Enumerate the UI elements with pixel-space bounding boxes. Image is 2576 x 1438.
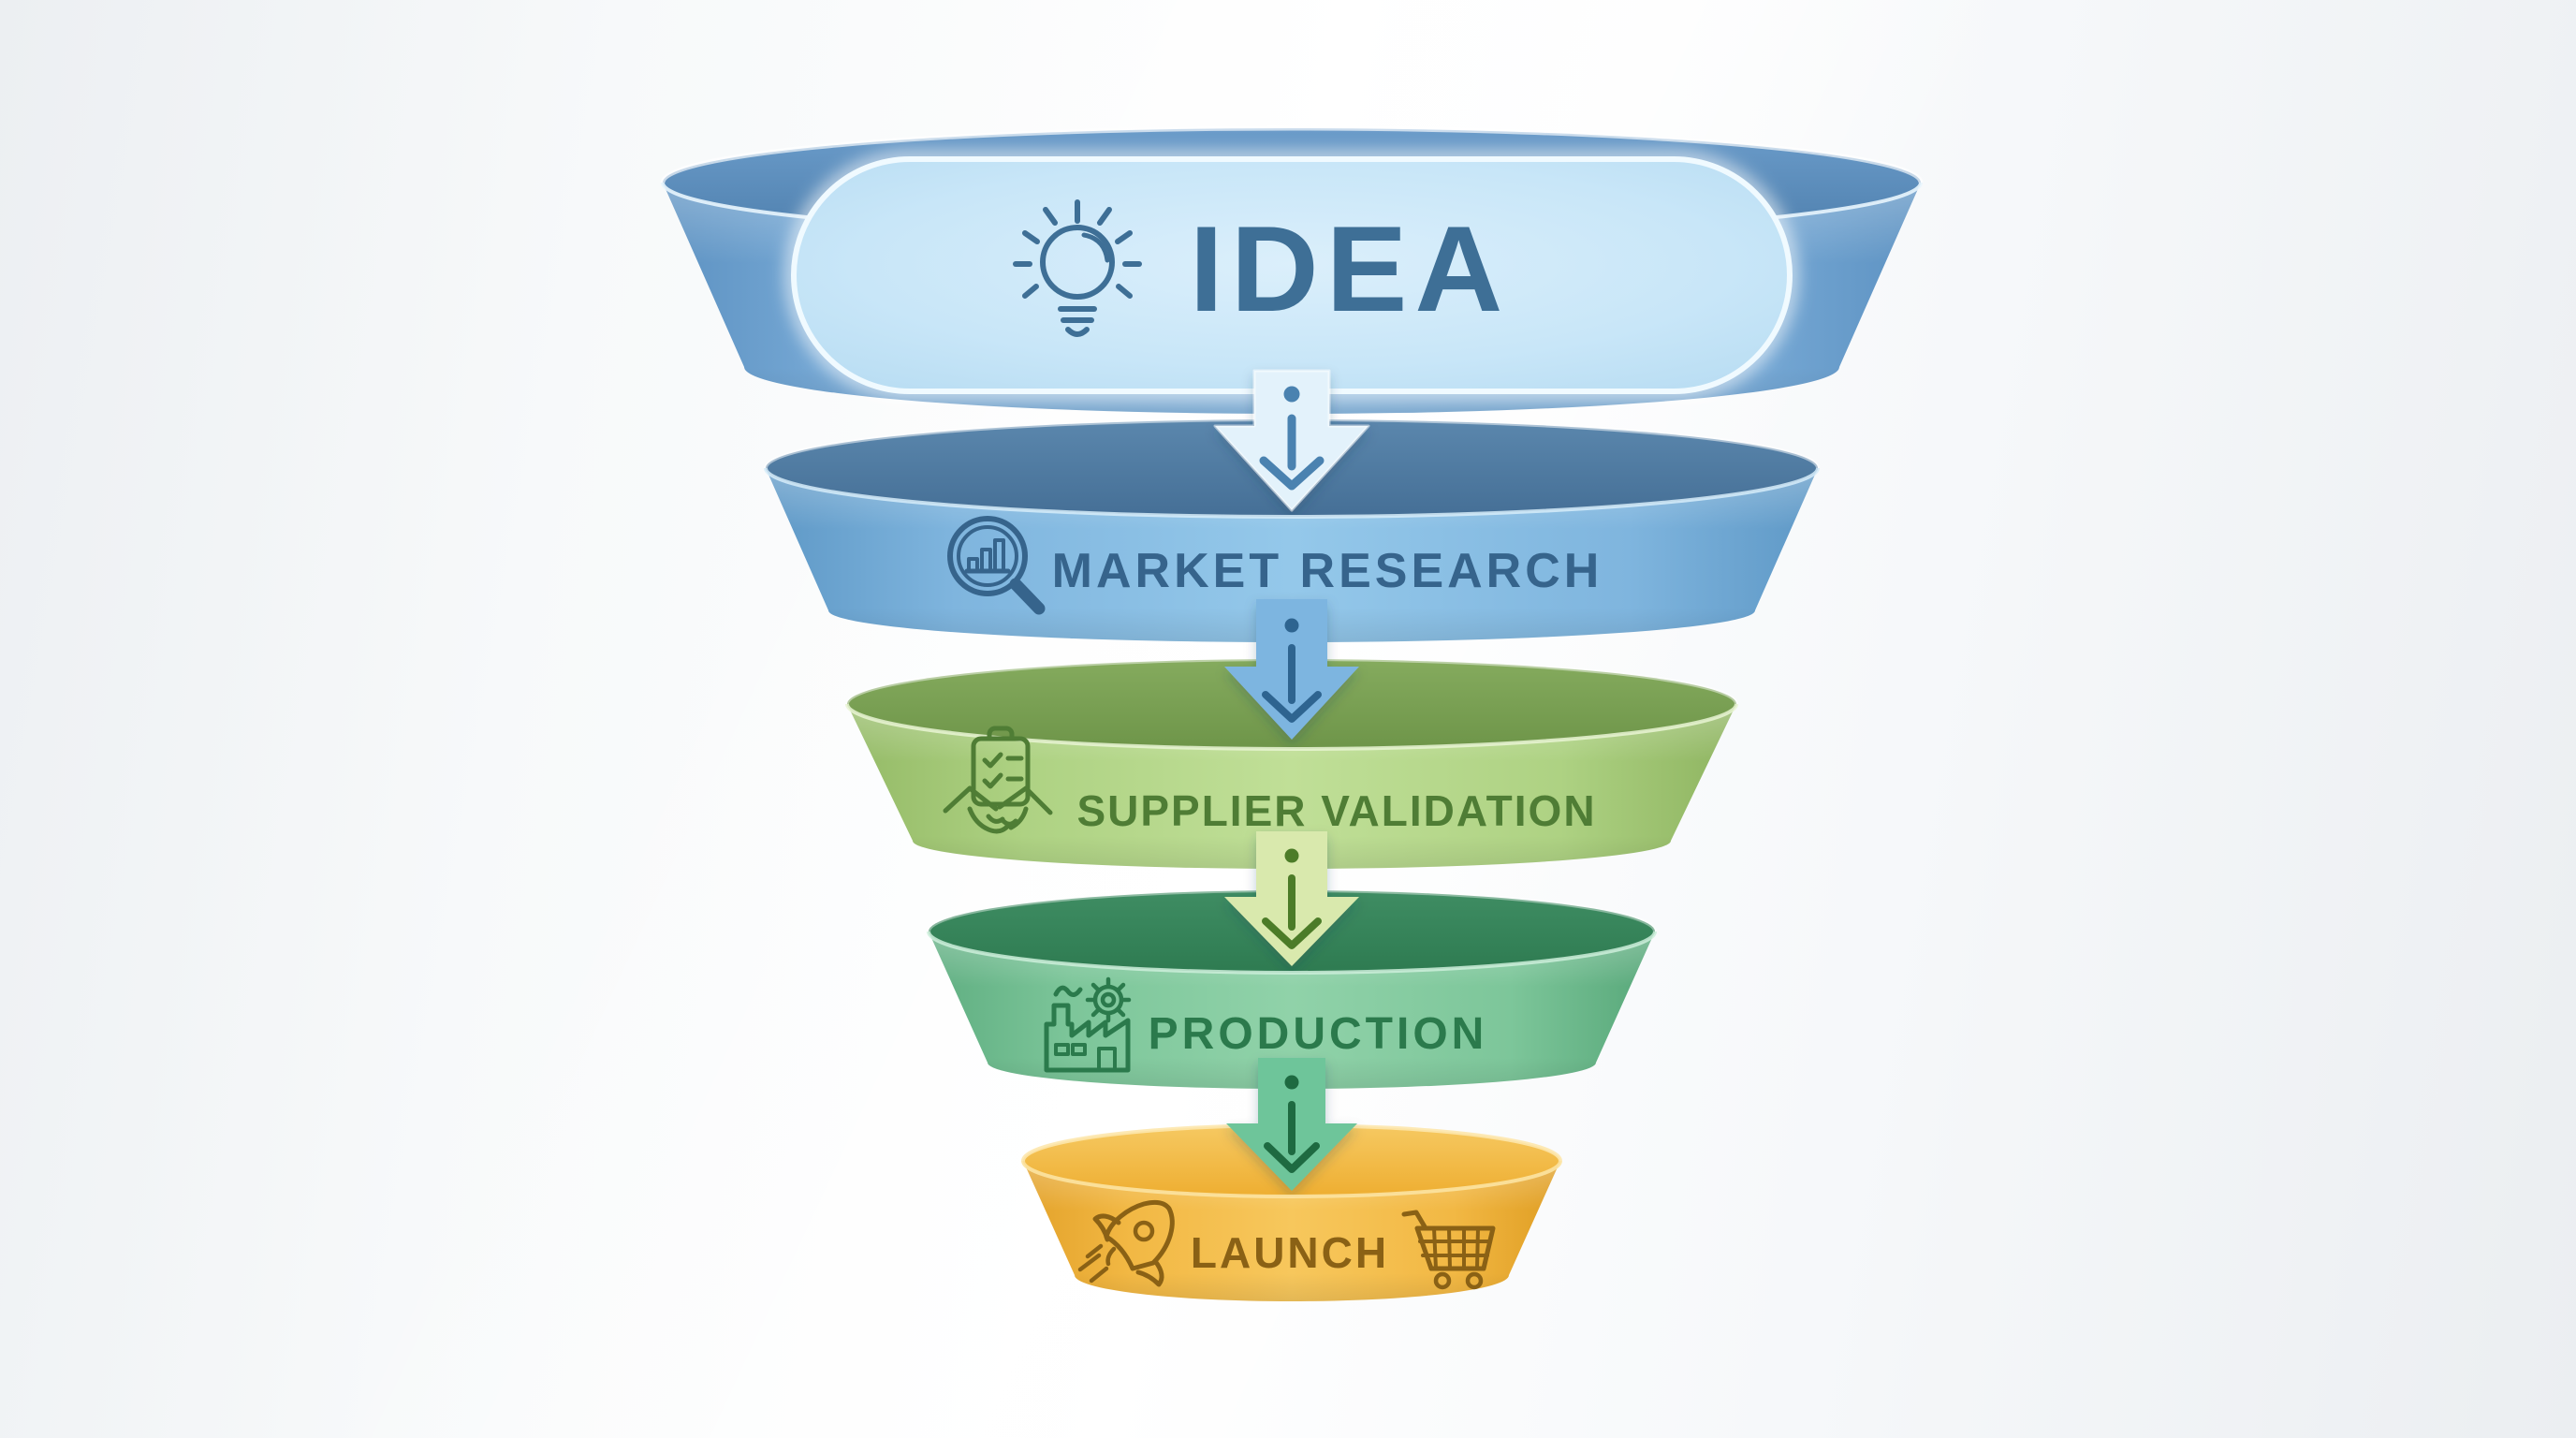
stage-supplier-validation-label: SUPPLIER VALIDATION bbox=[1076, 786, 1596, 835]
arrow-market-research-to-supplier-validation bbox=[1224, 599, 1359, 740]
stage-supplier-validation-band-sheen bbox=[847, 704, 1736, 869]
stage-idea-label: IDEA bbox=[1190, 200, 1511, 337]
arrow-line bbox=[1262, 848, 1322, 949]
shopping-cart-icon bbox=[1401, 1210, 1496, 1290]
stage-idea-back-rim bbox=[660, 125, 1924, 183]
stage-market-research-label: MARKET RESEARCH bbox=[1052, 544, 1603, 598]
stage-production: PRODUCTION bbox=[927, 831, 1657, 1089]
stage-production-label: PRODUCTION bbox=[1149, 1009, 1488, 1059]
arrow-production-to-launch bbox=[1226, 1058, 1357, 1191]
gear-icon bbox=[1085, 976, 1132, 1023]
rocket-icon bbox=[1077, 1199, 1175, 1287]
arrow-line bbox=[1259, 386, 1325, 491]
stage-market-research-front-rim bbox=[764, 467, 1820, 519]
stage-market-research: MARKET RESEARCH bbox=[764, 369, 1820, 642]
factory-icon bbox=[1044, 985, 1131, 1073]
arrow-supplier-validation-to-production bbox=[1224, 831, 1359, 966]
stage-launch: LAUNCH bbox=[1021, 1058, 1562, 1301]
stage-launch-front-rim bbox=[1021, 1160, 1562, 1198]
arrow-line bbox=[1264, 1075, 1320, 1173]
stage-supplier-validation: SUPPLIER VALIDATION bbox=[845, 599, 1738, 869]
stage-supplier-validation-front-rim bbox=[845, 703, 1738, 751]
handshake-icon bbox=[943, 785, 1053, 834]
stage-launch-label: LAUNCH bbox=[1191, 1228, 1389, 1277]
lightbulb-icon bbox=[1013, 199, 1142, 337]
magnifier-bar-chart-icon bbox=[947, 516, 1046, 615]
arrow-line bbox=[1262, 618, 1322, 723]
stage-production-front-rim bbox=[927, 931, 1657, 975]
arrow-idea-to-market-research bbox=[1213, 369, 1370, 512]
